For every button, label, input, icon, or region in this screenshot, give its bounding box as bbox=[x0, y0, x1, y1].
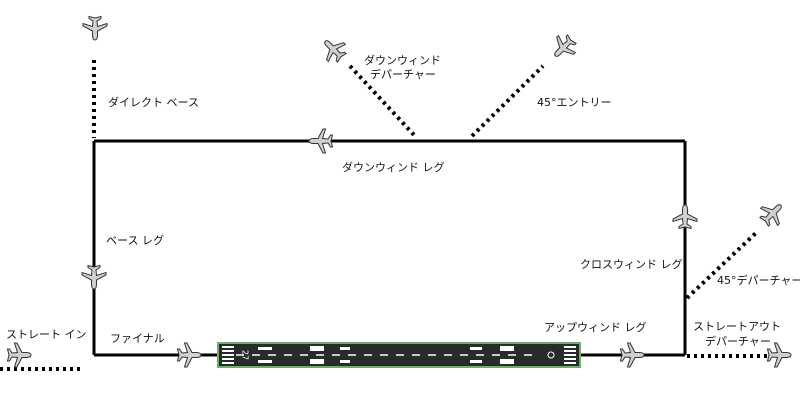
label-straight-in: ストレート イン bbox=[6, 328, 87, 341]
label-departure-45: 45°デパーチャー bbox=[717, 273, 800, 287]
label-crosswind-leg: クロスウィンド レグ bbox=[580, 257, 683, 271]
labels: ダイレクト ベース ダウンウィンド デパーチャー 45°エントリー ダウンウィン… bbox=[6, 53, 800, 348]
airplane-icon bbox=[7, 342, 32, 368]
label-entry-45: 45°エントリー bbox=[537, 96, 612, 109]
dotted-paths bbox=[0, 60, 768, 371]
runway: 27 bbox=[217, 342, 581, 368]
airplane-icon bbox=[620, 342, 645, 368]
downwind-departure-dotted bbox=[348, 64, 417, 138]
label-direct-base: ダイレクト ベース bbox=[108, 95, 199, 109]
runway-threshold-right bbox=[564, 346, 576, 364]
label-upwind-leg: アップウィンド レグ bbox=[544, 320, 647, 334]
entry-45-dotted bbox=[470, 64, 545, 138]
airplane-icon bbox=[316, 32, 351, 67]
airplane-icon bbox=[82, 16, 108, 41]
label-straight-out-2: デパーチャー bbox=[705, 334, 771, 348]
label-base-leg: ベース レグ bbox=[106, 233, 164, 247]
label-final: ファイナル bbox=[110, 332, 165, 345]
airplane-icon bbox=[755, 196, 790, 231]
label-downwind-departure-2: デパーチャー bbox=[370, 67, 436, 81]
departure-45-dotted bbox=[685, 230, 759, 300]
runway-number: 27 bbox=[241, 350, 250, 360]
airplane-icon bbox=[81, 265, 107, 290]
label-downwind-leg: ダウンウィンド レグ bbox=[342, 160, 445, 174]
airplane-icon bbox=[546, 30, 581, 65]
runway-threshold-left bbox=[222, 346, 234, 364]
label-straight-out-1: ストレートアウト bbox=[693, 320, 781, 333]
label-downwind-departure-1: ダウンウィンド bbox=[364, 53, 441, 67]
airplane-icon bbox=[177, 342, 202, 368]
runway-touchdown-marks bbox=[258, 346, 514, 364]
runway-end-marker bbox=[547, 351, 555, 359]
airplane-icon bbox=[767, 342, 792, 368]
airplane-icon bbox=[308, 128, 333, 154]
airplane-icon bbox=[672, 204, 698, 229]
